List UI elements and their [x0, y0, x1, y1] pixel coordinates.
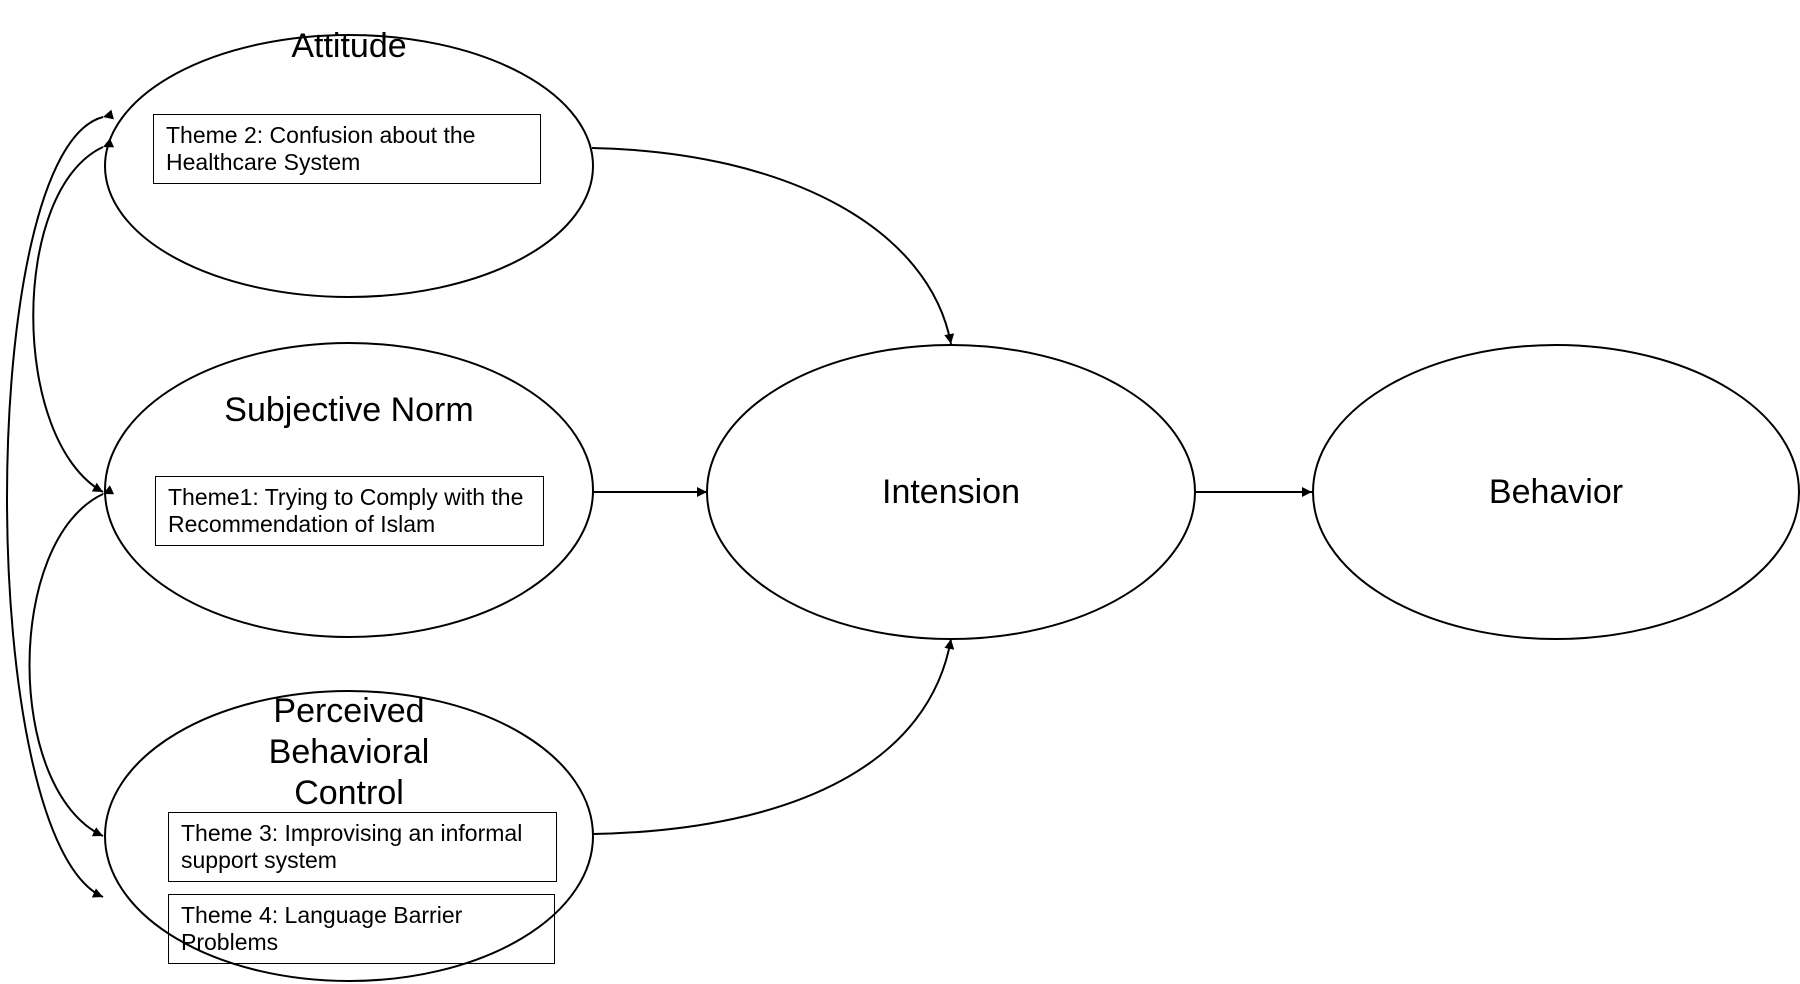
- edge-attitude-to-intension: [591, 147, 955, 345]
- edge-attitude-subjective-norm-corr: [32, 138, 115, 493]
- intension-label: Intension: [882, 473, 1020, 511]
- edge-pbc-to-intension: [592, 638, 955, 835]
- attitude-label: Attitude: [291, 27, 407, 65]
- theme-box-pbc-theme4: Theme 4: Language Barrier Problems: [168, 894, 555, 964]
- behavior-label: Behavior: [1488, 473, 1624, 511]
- pbc-label: Perceived Behavioral Control: [268, 692, 430, 812]
- subjective-norm-label: Subjective Norm: [224, 391, 474, 429]
- edge-subjective-norm-pbc-corr: [28, 485, 115, 837]
- theme-box-attitude: Theme 2: Confusion about the Healthcare …: [153, 114, 541, 184]
- theme-box-subjective-norm: Theme1: Trying to Comply with the Recomm…: [155, 476, 544, 546]
- theme-box-pbc-theme3: Theme 3: Improvising an informal support…: [168, 812, 557, 882]
- edge-attitude-pbc-corr: [6, 109, 114, 898]
- behavior-node: [1312, 344, 1800, 640]
